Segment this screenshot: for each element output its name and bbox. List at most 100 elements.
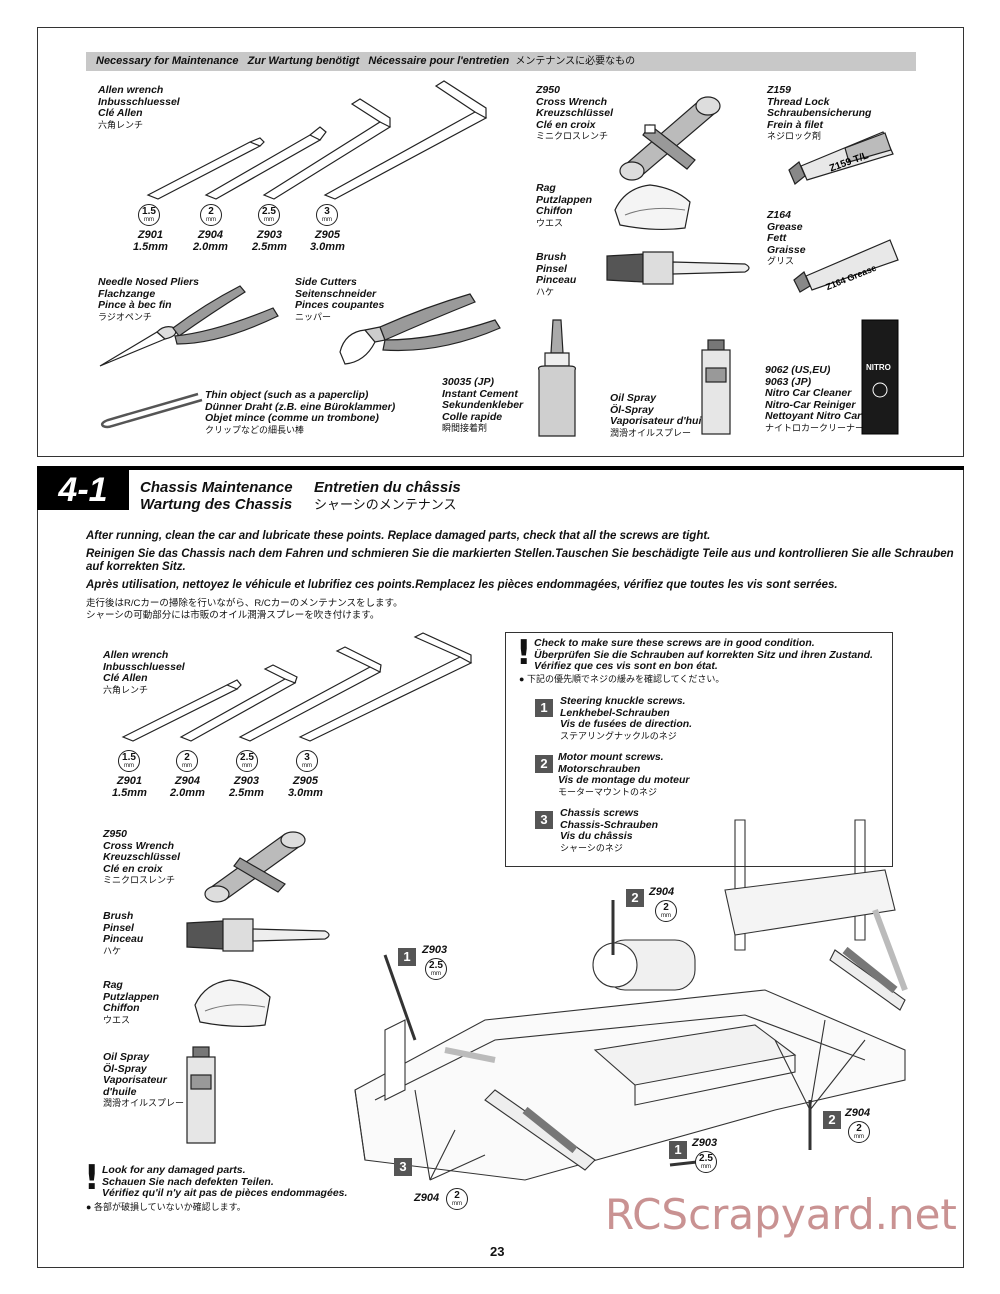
instruction-en: After running, clean the car and lubrica… bbox=[86, 530, 711, 542]
paperclip-illustration bbox=[100, 392, 203, 429]
watermark: RCScrapyard.net bbox=[605, 1190, 957, 1239]
step-title-ja: シャーシのメンテナンス bbox=[314, 497, 457, 512]
check-box-ja: ● 下記の優先順でネジの緩みを確認してください。 bbox=[519, 674, 725, 684]
header-de: Zur Wartung benötigt bbox=[247, 55, 360, 67]
bullet-icon: ● bbox=[519, 674, 525, 684]
step-brush-illustration bbox=[186, 918, 330, 952]
thread-lock-tube-illustration: Z159 T/L bbox=[788, 131, 894, 185]
instruction-ja-2: シャーシの可動部分には市販のオイル潤滑スプレーを吹き付けます。 bbox=[86, 610, 380, 621]
check-exclamation-icon: ! bbox=[516, 633, 532, 673]
bullet-icon: ● bbox=[86, 1202, 92, 1212]
header-fr: Nécessaire pour l'entretien bbox=[368, 55, 510, 67]
instruction-ja-1: 走行後はR/Cカーの掃除を行いながら、R/Cカーのメンテナンスをします。 bbox=[86, 598, 403, 609]
check-item-1: Steering knuckle screws.Lenkhebel-Schrau… bbox=[560, 695, 693, 741]
callout-1-code: Z904 bbox=[649, 886, 675, 898]
cement-bottle-illustration bbox=[538, 319, 576, 437]
damage-note: Look for any damaged parts.Schauen Sie n… bbox=[102, 1164, 348, 1199]
damage-note-ja: ● 各部が破損していないか確認します。 bbox=[86, 1202, 246, 1212]
chassis-illustration bbox=[354, 819, 908, 1181]
side-cutters-illustration bbox=[339, 293, 501, 365]
check-item-2-badge: 2 bbox=[535, 755, 553, 773]
step-allen-wrench-illustration bbox=[121, 632, 473, 742]
callout-4-code: Z903 bbox=[692, 1137, 718, 1149]
callout-5-badge: 3 bbox=[394, 1158, 412, 1176]
cross-wrench-illustration bbox=[619, 96, 721, 181]
step-title-en: Chassis Maintenance bbox=[140, 479, 293, 496]
step-number-badge: 4-1 bbox=[37, 470, 129, 510]
thin-object-label: Thin object (such as a paperclip)Dünner … bbox=[205, 389, 396, 435]
step-rag-illustration bbox=[194, 979, 271, 1028]
screw-check-box bbox=[505, 632, 893, 867]
rag-illustration bbox=[614, 184, 691, 231]
oil-spray-can-illustration bbox=[701, 339, 731, 435]
callout-3-code: Z904 bbox=[845, 1107, 871, 1119]
brush-illustration bbox=[606, 251, 750, 285]
header-ja: メンテナンスに必要なもの bbox=[515, 56, 636, 67]
maintenance-tools-panel bbox=[37, 27, 964, 457]
nitro-cleaner-can-illustration: NITRO bbox=[861, 319, 899, 435]
grease-tube-illustration: Z164 Grease bbox=[793, 239, 899, 293]
instruction-fr: Après utilisation, nettoyez le véhicule … bbox=[86, 579, 838, 591]
maintenance-header: Necessary for Maintenance Zur Wartung be… bbox=[86, 52, 916, 71]
callout-5-code: Z904 bbox=[414, 1192, 440, 1204]
step-number: 4-1 bbox=[58, 471, 108, 509]
nitro-can-text: NITRO bbox=[866, 363, 891, 372]
step-title-de: Wartung des Chassis bbox=[140, 496, 293, 513]
nitro-cleaner-label: 9062 (US,EU)9063 (JP)Nitro Car Cleaner N… bbox=[765, 364, 865, 433]
header-en: Necessary for Maintenance bbox=[96, 55, 239, 67]
callout-3-badge: 2 bbox=[823, 1111, 841, 1129]
page-number: 23 bbox=[490, 1244, 505, 1259]
callout-1-badge: 2 bbox=[626, 889, 644, 907]
check-box-text: Check to make sure these screws are in g… bbox=[534, 637, 873, 672]
check-item-1-badge: 1 bbox=[535, 699, 553, 717]
step-oil-spray-can-illustration bbox=[186, 1046, 216, 1144]
needle-nose-pliers-illustration bbox=[99, 285, 279, 367]
step-title-fr: Entretien du châssis bbox=[314, 479, 461, 496]
callout-2-code: Z903 bbox=[422, 944, 448, 956]
warning-exclamation-icon: ! bbox=[84, 1158, 100, 1198]
instruction-de: Reinigen Sie das Chassis nach dem Fahren… bbox=[86, 548, 954, 573]
allen-wrench-set-illustration bbox=[146, 80, 488, 200]
callout-2-badge: 1 bbox=[398, 948, 416, 966]
check-item-3-badge: 3 bbox=[535, 811, 553, 829]
callout-4-badge: 1 bbox=[669, 1141, 687, 1159]
step-top-rule bbox=[37, 466, 964, 470]
